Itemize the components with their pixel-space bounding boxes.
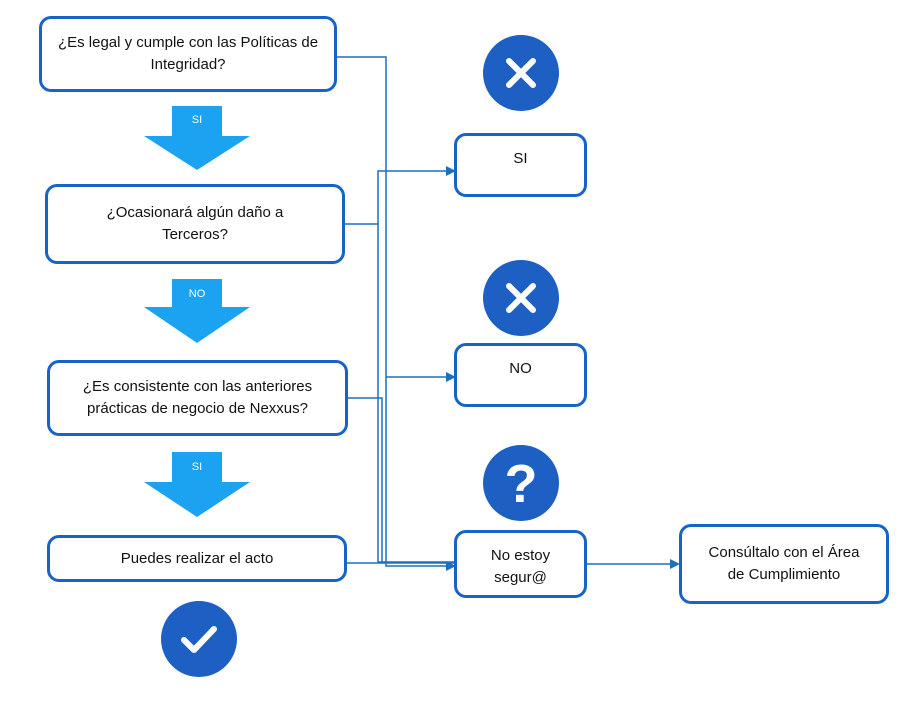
answer-no-text: NO — [509, 360, 532, 377]
answer-box-si: SI — [454, 133, 587, 197]
question-icon: ? — [483, 445, 559, 521]
question-legal-text: ¿Es legal y cumple con las Políticas de … — [57, 34, 319, 73]
result-text: Puedes realizar el acto — [120, 549, 274, 567]
result-box: Puedes realizar el acto — [47, 535, 347, 582]
consult-text: Consúltalo con el Área de Cumplimiento — [708, 544, 860, 583]
connector-q1 — [336, 56, 456, 571]
question-consistent-text: ¿Es consistente con las anteriores práct… — [82, 378, 313, 417]
consult-box: Consúltalo con el Área de Cumplimiento — [679, 524, 889, 604]
question-box-harm: ¿Ocasionará algún daño a Terceros? — [45, 184, 345, 264]
down-arrow-label-1: SI — [191, 114, 203, 126]
check-icon — [161, 601, 237, 677]
connector-q3 — [347, 397, 383, 562]
connector-q2 — [344, 223, 454, 563]
question-harm-text: ¿Ocasionará algún daño a Terceros? — [106, 204, 284, 243]
down-arrow-1 — [144, 106, 250, 170]
down-arrow-label-3: SI — [191, 461, 203, 473]
x-icon — [483, 260, 559, 336]
question-box-consistent: ¿Es consistente con las anteriores práct… — [47, 360, 348, 436]
connector-to-si — [377, 166, 456, 224]
question-box-legal: ¿Es legal y cumple con las Políticas de … — [39, 16, 337, 92]
down-arrow-3 — [144, 452, 250, 517]
down-arrow-2 — [144, 279, 250, 343]
x-icon — [483, 35, 559, 111]
answer-si-text: SI — [513, 150, 528, 167]
answer-box-no: NO — [454, 343, 587, 407]
answer-unsure-text: No estoy segur@ — [490, 547, 551, 586]
answer-box-unsure: No estoy segur@ — [454, 530, 587, 598]
down-arrow-label-2: NO — [188, 288, 206, 300]
